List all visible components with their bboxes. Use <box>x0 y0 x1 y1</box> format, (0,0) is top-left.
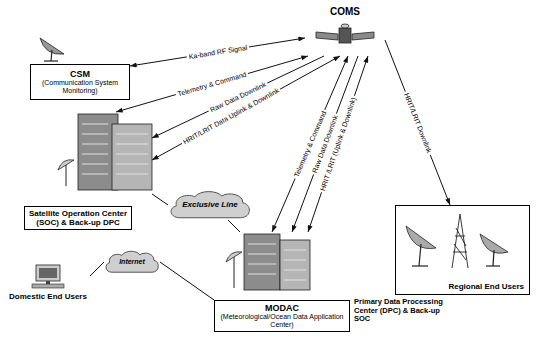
windows <box>248 244 306 280</box>
user-box: Regional End Users <box>395 205 530 295</box>
network-cloud: Exclusive Line <box>168 190 252 220</box>
node-text: Exclusive Line <box>182 200 238 209</box>
dish-stand <box>66 165 67 186</box>
connector <box>308 56 368 232</box>
regional-antennas <box>406 214 508 268</box>
cloud-shape <box>106 251 158 272</box>
computer-icon <box>32 265 64 288</box>
building <box>280 240 310 290</box>
center-box: Satellite Operation Center (SOC) & Back-… <box>24 112 152 230</box>
node-text: (Communication System Monitoring) <box>34 79 126 95</box>
soc-building <box>58 114 152 190</box>
solar-panel <box>316 32 338 40</box>
node-text: Regional End Users <box>448 282 524 291</box>
connector <box>90 262 104 276</box>
connector <box>152 194 168 205</box>
dish-base <box>44 60 58 61</box>
node-text: CSM <box>70 69 90 79</box>
keyboard <box>32 284 64 288</box>
label-box: MODAC(Meteorological/Ocean Data Applicat… <box>214 300 350 332</box>
satellite-node: COMS <box>305 6 385 56</box>
edge-label: HRIT/LRIT Downlink <box>401 89 434 155</box>
edge-label: Ka-band RF Signal <box>186 43 250 62</box>
modac-building <box>226 234 310 290</box>
satellite-icon <box>316 24 374 43</box>
system-box: CSM(Communication System Monitoring) <box>30 64 130 100</box>
solar-panel <box>352 32 374 40</box>
node-text: Internet <box>119 258 145 266</box>
monitor <box>36 265 60 281</box>
node-text: Satellite Operation Center (SOC) & Back-… <box>28 209 128 227</box>
note-label: Primary Data Processing Center (DPC) & B… <box>354 298 450 324</box>
satellite-body <box>339 28 351 43</box>
dish-antenna <box>40 38 64 61</box>
screen <box>39 268 57 278</box>
center-box: MODAC(Meteorological/Ocean Data Applicat… <box>214 232 350 332</box>
node-text: MODAC <box>218 303 346 313</box>
monitor-stand <box>46 281 50 284</box>
dish-stand <box>419 244 421 266</box>
dish-stand <box>493 250 494 266</box>
connector <box>228 220 240 232</box>
building <box>244 234 280 290</box>
connector <box>292 56 358 232</box>
connector <box>160 262 214 300</box>
satellite-antenna <box>341 24 349 28</box>
connector <box>152 56 324 138</box>
user-node: Domestic End Users <box>6 264 90 312</box>
dish-base <box>412 265 428 266</box>
dish-stand <box>51 50 52 61</box>
node-text: Domestic End Users <box>9 292 87 301</box>
network-cloud: Internet <box>104 250 160 274</box>
dish-base <box>486 265 500 266</box>
connector <box>130 38 305 66</box>
antenna-tower <box>452 214 468 268</box>
node-text: (Meteorological/Ocean Data Application C… <box>218 313 346 329</box>
label-box: Satellite Operation Center (SOC) & Back-… <box>24 206 132 230</box>
connector <box>385 40 450 205</box>
cloud-shape <box>171 192 249 218</box>
node-text: COMS <box>330 6 360 18</box>
windows <box>82 124 148 174</box>
dish-stand <box>234 257 235 288</box>
